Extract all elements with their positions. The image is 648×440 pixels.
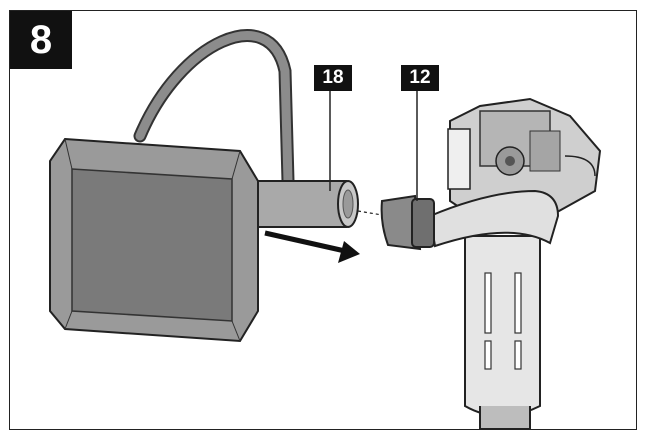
part-callout-12: 12 bbox=[401, 65, 439, 91]
figure-frame: 8 18 12 bbox=[9, 10, 637, 430]
alignment-line bbox=[357, 210, 383, 216]
tube-part-18 bbox=[257, 180, 359, 228]
assembly-illustration bbox=[49, 29, 602, 429]
blower-device bbox=[428, 97, 602, 429]
step-number-badge: 8 bbox=[10, 11, 72, 69]
connector-part-12 bbox=[380, 194, 435, 251]
collection-bag bbox=[49, 137, 259, 343]
part-callout-18: 18 bbox=[314, 65, 352, 91]
direction-arrow bbox=[264, 230, 360, 263]
